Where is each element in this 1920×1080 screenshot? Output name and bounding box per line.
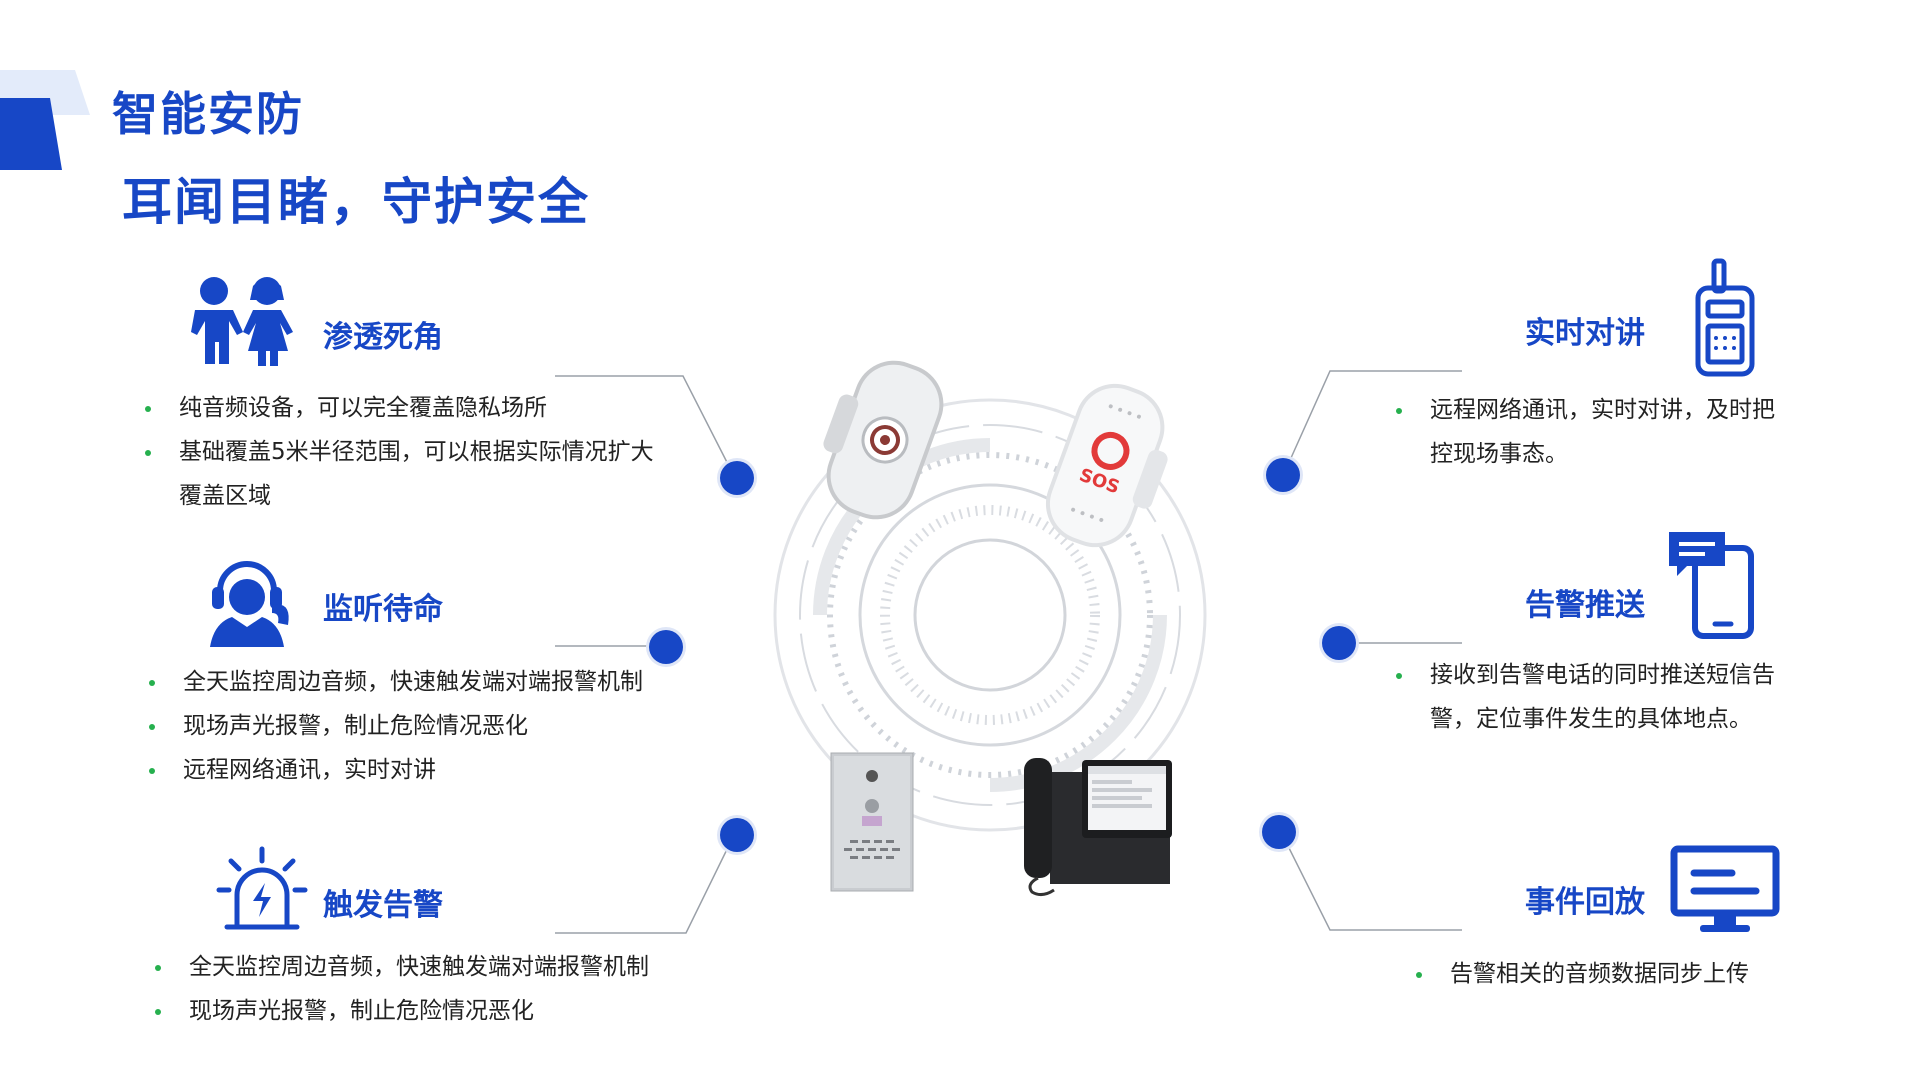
section-list-intercom: 远程网络通讯，实时对讲，及时把 控现场事态。: [1396, 388, 1775, 476]
sos-button-device: SOS: [1045, 383, 1168, 548]
section-list-monitor: 全天监控周边音频，快速触发端对端报警机制 现场声光报警，制止危险情况恶化 远程网…: [149, 660, 643, 792]
walkie-talkie-icon: [1695, 258, 1755, 377]
node-left-2: [649, 630, 683, 664]
section-list-push: 接收到告警电话的同时推送短信告 警，定位事件发生的具体地点。: [1396, 653, 1775, 741]
list-item: 远程网络通讯，实时对讲，及时把: [1396, 388, 1775, 432]
monitor-icon: [1670, 845, 1780, 932]
list-item: 控现场事态。: [1430, 441, 1568, 467]
section-title-push: 告警推送: [1525, 588, 1645, 623]
section-title-trigger: 触发告警: [323, 888, 443, 923]
panic-button-device: [823, 360, 944, 520]
list-item: 远程网络通讯，实时对讲: [149, 748, 643, 792]
alarm-light-icon: [216, 846, 308, 930]
section-title-playback: 事件回放: [1525, 885, 1645, 920]
node-right-1: [1266, 458, 1300, 492]
connector-right-3: [1279, 829, 1462, 931]
section-list-penetrate: 纯音频设备，可以完全覆盖隐私场所 基础覆盖5米半径范围，可以根据实际情况扩大 覆…: [145, 386, 654, 518]
list-item: 接收到告警电话的同时推送短信告: [1396, 653, 1775, 697]
list-item: 警，定位事件发生的具体地点。: [1430, 706, 1752, 732]
list-item: 覆盖区域: [179, 483, 271, 509]
connector-left-3: [555, 832, 736, 934]
section-title-intercom: 实时对讲: [1525, 316, 1645, 351]
connector-right-1: [1281, 370, 1462, 479]
list-item: 全天监控周边音频，快速触发端对端报警机制: [149, 660, 643, 704]
desk-phone-device: [1024, 758, 1172, 897]
node-right-3: [1262, 815, 1296, 849]
list-item: 现场声光报警，制止危险情况恶化: [149, 704, 643, 748]
section-title-penetrate: 渗透死角: [323, 320, 443, 355]
page-title: 智能安防: [112, 87, 304, 141]
intercom-panel-device: [830, 752, 914, 892]
section-list-trigger: 全天监控周边音频，快速触发端对端报警机制 现场声光报警，制止危险情况恶化: [155, 945, 649, 1033]
section-list-playback: 告警相关的音频数据同步上传: [1416, 952, 1749, 996]
children-icon: [191, 277, 293, 366]
node-left-1: [720, 461, 754, 495]
page-subtitle: 耳闻目睹，守护安全: [122, 173, 590, 231]
list-item: 全天监控周边音频，快速触发端对端报警机制: [155, 945, 649, 989]
node-left-3: [720, 818, 754, 852]
section-title-monitor: 监听待命: [323, 592, 443, 627]
list-item: 基础覆盖5米半径范围，可以根据实际情况扩大: [145, 430, 654, 474]
list-item: 现场声光报警，制止危险情况恶化: [155, 989, 649, 1033]
list-item: 告警相关的音频数据同步上传: [1416, 952, 1749, 996]
list-item: 纯音频设备，可以完全覆盖隐私场所: [145, 386, 654, 430]
headset-person-icon: [210, 561, 289, 647]
corner-decoration: [0, 70, 90, 170]
phone-message-icon: [1669, 532, 1754, 639]
connector-left-1: [555, 375, 736, 479]
node-right-2: [1322, 626, 1356, 660]
